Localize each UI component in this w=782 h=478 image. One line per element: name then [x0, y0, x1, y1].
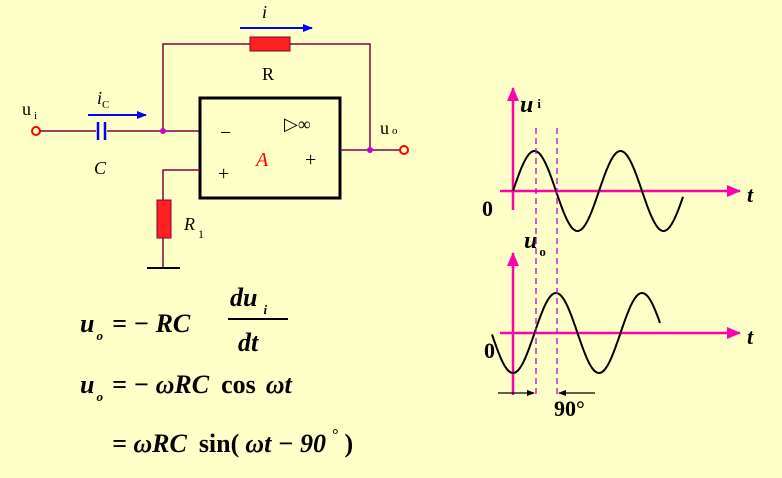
- current-i-label: i: [262, 2, 267, 22]
- op-amp-ideal-symbol: ▷∞: [284, 114, 311, 134]
- feedback-resistor: [249, 36, 291, 52]
- op-amp-plus-input: +: [218, 163, 229, 185]
- op-amp-box: [198, 96, 342, 200]
- ui-time-label: t: [747, 182, 754, 207]
- op-amp-plus-output: +: [305, 149, 316, 171]
- uo-zero-label: 0: [484, 338, 495, 363]
- phase-label: 90°: [554, 396, 585, 421]
- ui-zero-label: 0: [482, 196, 493, 221]
- eq1-rhs: = − RC: [112, 309, 191, 338]
- capacitor-current-label: iC: [97, 88, 109, 111]
- op-amp-label: A: [254, 149, 269, 171]
- input-terminal: [31, 126, 41, 136]
- uo-time-label: t: [747, 324, 754, 349]
- uo-waveform: [491, 291, 661, 375]
- resistor-r1: [156, 199, 172, 239]
- resistor-r-label: R: [262, 64, 274, 84]
- ui-waveform: [512, 150, 684, 232]
- output-terminal: [399, 145, 409, 155]
- eq1-denominator: dt: [238, 328, 259, 357]
- output-node: [367, 147, 373, 153]
- inverting-node: [160, 128, 166, 134]
- op-amp-minus: −: [220, 122, 231, 144]
- noninv-wire: [162, 169, 200, 200]
- capacitor-label: C: [94, 158, 107, 178]
